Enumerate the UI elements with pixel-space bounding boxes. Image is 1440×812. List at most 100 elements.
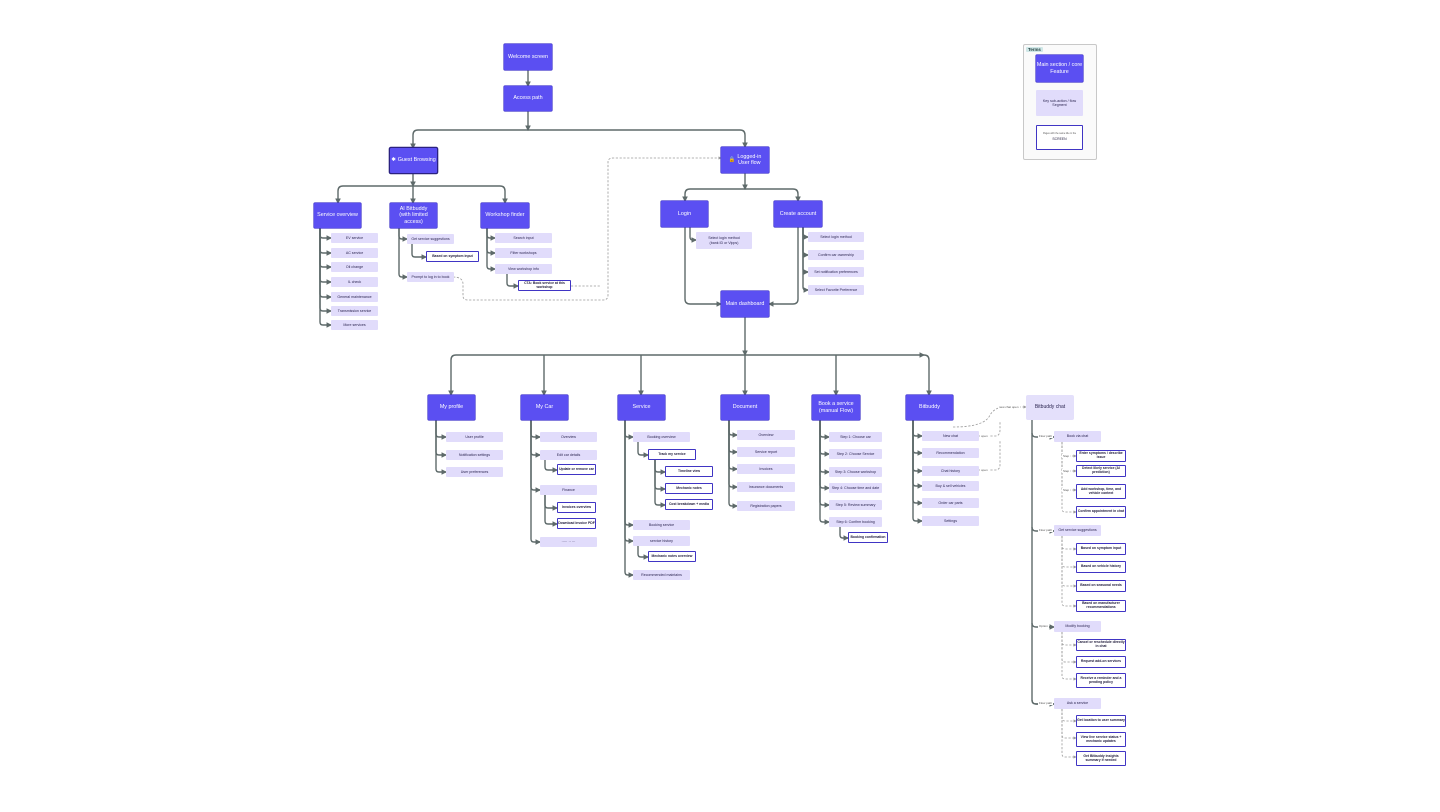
my-car-item-3[interactable]: Finance	[540, 485, 597, 495]
booking-confirmation-screen[interactable]: Booking confirmation	[848, 532, 888, 543]
track-service-screen[interactable]: Track my service	[648, 449, 696, 460]
ai-symptom-screen[interactable]: Based on symptom input	[426, 251, 479, 262]
mechanic-notes-overview-screen[interactable]: Mechanic notes overview	[648, 551, 696, 562]
ai-bitbuddy-item-2[interactable]: Prompt to log in to book	[407, 272, 454, 282]
chat-group-2-step-4[interactable]: Based on manufacturer recommendations	[1076, 600, 1126, 612]
connector-line	[530, 420, 542, 458]
chat-group-2-step-3[interactable]: Based on seasonal needs	[1076, 580, 1126, 592]
service-overview-item-3[interactable]: Oil change	[331, 262, 378, 272]
chat-group-1-step-1[interactable]: Enter symptoms / describe issue	[1076, 450, 1126, 462]
workshop-finder-item-3[interactable]: View workshop info	[495, 264, 552, 274]
bitbuddy-item-4[interactable]: Buy & sell vehicles	[922, 481, 979, 491]
timeline-view-screen[interactable]: Timeline view	[665, 466, 713, 477]
service-overview-item-1[interactable]: EV service	[331, 233, 378, 243]
connector-line	[530, 420, 542, 545]
my-car-node[interactable]: My Car	[521, 395, 568, 420]
create-account-node[interactable]: Create account	[774, 201, 822, 227]
workshop-finder-item-2[interactable]: Filter workshops	[495, 248, 552, 258]
service-node[interactable]: Service	[618, 395, 665, 420]
chat-group-1-step-4[interactable]: Confirm appointment in chat	[1076, 506, 1126, 518]
booking-step-4[interactable]: Step 4: Choose time and date	[829, 483, 882, 493]
chat-group-3-title[interactable]: Modify booking	[1054, 621, 1101, 632]
login-node[interactable]: Login	[661, 201, 708, 227]
booking-step-1[interactable]: Step 1: Choose car	[829, 432, 882, 442]
chat-group-3-step-3[interactable]: Receive a reminder and a pending policy	[1076, 673, 1126, 688]
guest-browsing-node[interactable]: ✱Guest Browsing	[390, 148, 437, 173]
chat-group-4-step-1[interactable]: Get location to user summary	[1076, 715, 1126, 727]
bitbuddy-item-1[interactable]: New chat	[922, 431, 979, 441]
edge-label-open-new-chat: open	[980, 434, 989, 438]
invoices-overview-screen[interactable]: Invoices overview	[557, 502, 596, 513]
chat-group-3-step-2[interactable]: Request add-on services	[1076, 656, 1126, 668]
document-item-5[interactable]: Registration papers	[737, 501, 795, 511]
chat-group-1-step-tag-2: Step	[1062, 469, 1071, 473]
create-account-item-1[interactable]: Select login method	[808, 232, 864, 242]
welcome-screen-node[interactable]: Welcome screen	[504, 44, 552, 70]
chat-group-1-step-3[interactable]: Add workshop, time, and vehicle context	[1076, 484, 1126, 499]
cost-breakdown-screen[interactable]: Cost breakdown + media	[665, 499, 713, 510]
booking-step-2[interactable]: Step 2: Choose Service	[829, 449, 882, 459]
service-item-3[interactable]: service history	[633, 536, 690, 546]
update-remove-car-screen[interactable]: Update or remove car	[557, 464, 596, 475]
my-profile-node[interactable]: My profile	[428, 395, 475, 420]
service-item-4[interactable]: Recommended maintains	[633, 570, 690, 580]
my-profile-item-3[interactable]: User preferences	[446, 467, 503, 477]
service-overview-item-4[interactable]: IL check	[331, 277, 378, 287]
connector-line	[819, 420, 831, 440]
create-account-item-3[interactable]: Set notification preferences	[808, 267, 864, 277]
service-overview-item-5[interactable]: General maintenance	[331, 292, 378, 302]
bitbuddy-node[interactable]: Bitbuddy	[906, 395, 953, 420]
my-car-item-4[interactable]: ····· ·· ···	[540, 537, 597, 547]
guest-browsing-label: Guest Browsing	[397, 157, 436, 164]
ai-bitbuddy-node[interactable]: AI Bitbuddy (with limited access)	[390, 203, 437, 228]
document-node[interactable]: Document	[721, 395, 769, 420]
my-profile-item-1[interactable]: User profile	[446, 432, 503, 442]
my-car-item-2[interactable]: Edit car details	[540, 450, 597, 460]
document-item-2[interactable]: Service report	[737, 447, 795, 457]
chat-group-2-step-2[interactable]: Based on vehicle history	[1076, 561, 1126, 573]
cta-book-workshop-screen[interactable]: CTA: Book service at this workshop	[518, 280, 571, 291]
bitbuddy-item-3[interactable]: Chat history	[922, 466, 979, 476]
workshop-finder-node[interactable]: Workshop finder	[481, 203, 529, 228]
connector-line	[819, 420, 831, 475]
service-overview-item-6[interactable]: Transmission service	[331, 306, 378, 316]
booking-step-3[interactable]: Step 3: Choose workshop	[829, 467, 882, 477]
mechanic-notes-screen[interactable]: Mechanic notes	[665, 483, 713, 494]
chat-group-4-step-2[interactable]: View live service status + mechanic upda…	[1076, 732, 1126, 747]
book-a-service-node[interactable]: Book a service (manual Flow)	[812, 395, 860, 420]
booking-step-6[interactable]: Step 6: Confirm booking	[829, 517, 882, 527]
logged-in-user-flow-node[interactable]: 🔒Logged-in User flow	[721, 147, 769, 173]
bitbuddy-item-6[interactable]: Settings	[922, 516, 979, 526]
bitbuddy-chat-node[interactable]: Bitbuddy chat	[1026, 395, 1074, 420]
chat-group-1-title[interactable]: Book via chat	[1054, 431, 1101, 442]
chat-group-2-title[interactable]: Get service suggestions	[1054, 525, 1101, 536]
document-item-1[interactable]: Overview	[737, 430, 795, 440]
chat-group-3-tag: Option	[1038, 624, 1049, 628]
workshop-finder-item-1[interactable]: Search input	[495, 233, 552, 243]
chat-group-4-step-3[interactable]: Get Bitbuddy insights summary if needed	[1076, 751, 1126, 766]
bitbuddy-item-2[interactable]: Recommendation	[922, 448, 979, 458]
booking-step-5[interactable]: Step 5: Review summary	[829, 500, 882, 510]
main-dashboard-node[interactable]: Main dashboard	[721, 291, 769, 317]
document-item-3[interactable]: Invoices	[737, 464, 795, 474]
access-path-node[interactable]: Access path	[504, 86, 552, 111]
chat-group-1-step-2[interactable]: Detect likely service (AI prediction)	[1076, 465, 1126, 477]
service-item-1[interactable]: Booking overview	[633, 432, 690, 442]
bitbuddy-item-5[interactable]: Order car parts	[922, 498, 979, 508]
service-overview-node[interactable]: Service overview	[314, 203, 361, 228]
chat-group-3-step-1[interactable]: Cancel or reschedule directly in chat	[1076, 639, 1126, 651]
login-method-item[interactable]: Select login method (bank ID or Vipps)	[696, 232, 752, 249]
my-profile-item-2[interactable]: Notification settings	[446, 450, 503, 460]
chat-group-2-step-1[interactable]: Based on symptom input	[1076, 543, 1126, 555]
my-car-item-1[interactable]: Overview	[540, 432, 597, 442]
download-invoice-screen[interactable]: Download invoice PDF	[557, 518, 596, 529]
create-account-item-4[interactable]: Select Favorite Preference	[808, 285, 864, 295]
service-item-2[interactable]: Booking service	[633, 520, 690, 530]
chat-group-4-title[interactable]: Ask a service	[1054, 698, 1101, 709]
service-overview-item-2[interactable]: AC service	[331, 248, 378, 258]
ai-bitbuddy-item-1[interactable]: Get service suggestions	[407, 234, 454, 244]
create-account-item-2[interactable]: Confirm car ownership	[808, 250, 864, 260]
connector-line	[398, 228, 409, 242]
document-item-4[interactable]: Insurance documents	[737, 482, 795, 492]
service-overview-item-7[interactable]: More services	[331, 320, 378, 330]
